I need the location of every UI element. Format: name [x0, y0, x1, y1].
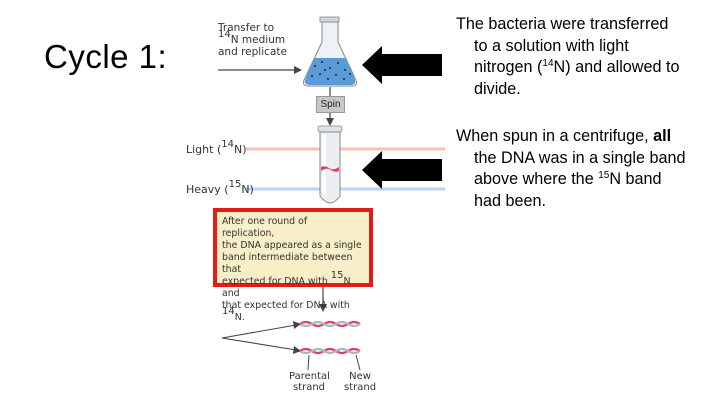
result-line-5-sup: 14 — [222, 306, 235, 317]
transfer-label-line2: N medium — [230, 34, 286, 46]
result-line-3: band intermediate between that — [222, 252, 353, 275]
spin-label: Spin — [316, 96, 345, 113]
light-label-text: Light ( — [186, 143, 222, 156]
transfer-label-line1: Transfer to — [218, 22, 275, 34]
result-line-4-sup: 15 — [330, 270, 344, 281]
parental-label-line2: strand — [292, 382, 326, 393]
result-line-5b: N. — [234, 312, 245, 323]
flask-icon — [303, 16, 357, 87]
transfer-label: Transfer to 14N medium and replicate — [218, 22, 298, 58]
p1-line-3a: nitrogen ( — [474, 58, 543, 76]
p2-sup: 15 — [598, 170, 610, 181]
centrifuge-tube-icon — [317, 125, 343, 204]
light-label-end: N) — [233, 143, 247, 156]
result-line-4b: N and — [222, 276, 351, 299]
light-band-label: Light (14N) — [186, 140, 247, 157]
parental-label-line1: Parental — [289, 371, 330, 382]
pointer-arrow-lower — [362, 151, 442, 189]
result-line-4a: expected for DNA with — [222, 276, 331, 287]
p1-line-3b: N) and allowed to — [553, 58, 680, 76]
dna-helix-upper — [299, 320, 361, 328]
p2-line-3b: N band — [609, 170, 662, 188]
paragraph-transfer: The bacteria were transferred to a solut… — [456, 14, 718, 100]
result-line-1: After one round of replication, — [222, 216, 308, 239]
heavy-label-sup: 15 — [228, 179, 242, 190]
paragraph-centrifuge: When spun in a centrifuge, all the DNA w… — [456, 126, 718, 212]
p1-line-3: nitrogen (14N) and allowed to — [456, 57, 718, 79]
transfer-label-line3: and replicate — [218, 46, 287, 58]
heavy-label-text: Heavy ( — [186, 183, 229, 196]
dna-helix-lower — [299, 347, 361, 355]
pointer-arrow-upper — [362, 46, 442, 84]
p1-line-2: to a solution with light — [474, 36, 629, 55]
p2-bold-all: all — [653, 127, 672, 145]
slide-title: Cycle 1: — [44, 38, 168, 75]
new-label-line2: strand — [344, 382, 377, 393]
p2-line-2: the DNA was in a single band — [474, 148, 686, 167]
p2-line-3: above where the 15N band — [456, 169, 718, 191]
light-label-sup: 14 — [221, 139, 234, 150]
p1-sup: 14 — [542, 58, 554, 69]
result-line-2: the DNA appeared as a single — [222, 240, 362, 251]
p2-line-3a: above where the — [474, 170, 599, 188]
heavy-band-label: Heavy (15N) — [186, 180, 254, 197]
result-callout-text: After one round of replication, the DNA … — [222, 216, 362, 324]
new-label-line1: New — [349, 371, 371, 382]
result-callout-box — [213, 208, 373, 287]
p2-line-4: had been. — [474, 191, 547, 210]
p1-line-1: The bacteria were transferred — [456, 15, 669, 33]
parental-strand-label: Parental strand — [289, 371, 330, 393]
p2-line-1: When spun in a centrifuge, all — [456, 126, 718, 148]
new-strand-label: New strand — [344, 371, 376, 393]
p2-line-1a: When spun in a centrifuge, — [456, 127, 654, 145]
heavy-label-end: N) — [241, 183, 254, 196]
result-line-5a: that expected for DNA with — [222, 300, 350, 311]
transfer-label-sup: 14 — [218, 29, 231, 40]
p1-line-4: divide. — [474, 79, 521, 98]
